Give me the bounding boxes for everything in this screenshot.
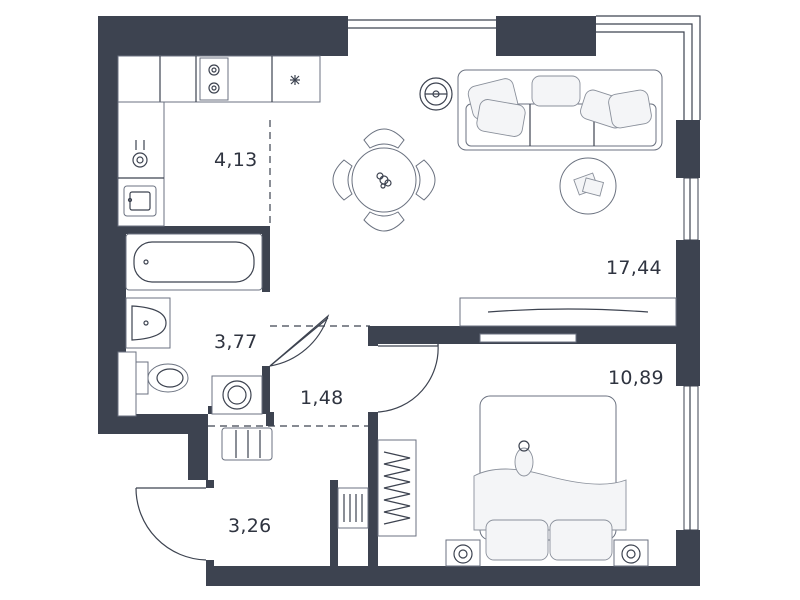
washing-machine [211,375,263,415]
bed [473,395,627,561]
shoe-rack [337,487,369,529]
tv-unit [459,297,677,343]
kitchen-area-label: 4,13 [214,149,258,171]
cooktop-icon [199,57,229,101]
fan-icon [445,539,481,567]
kitchen: 4,13 [117,55,321,227]
bathroom-area-label: 3,77 [214,331,258,353]
fan-icon [613,539,649,567]
boiler-icon [132,140,148,168]
bathroom: 3,77 [117,233,263,417]
cat-icon [514,440,534,477]
corridor-area-label: 1,48 [300,387,344,409]
living-area-label: 17,44 [606,257,662,279]
zone-lines [208,120,370,427]
living-room: 17,44 [332,69,677,343]
corridor: 1,48 [300,387,344,409]
hall: 3,26 [221,427,369,537]
kitchen-sink-icon [123,185,157,217]
sofa [457,69,663,151]
toilet [117,351,189,417]
wardrobe [377,439,417,537]
bathtub [125,233,263,291]
bench [221,427,273,461]
washbasin [125,297,171,349]
hall-area-label: 3,26 [228,515,272,537]
doors [135,314,439,561]
outer-walls [98,15,701,586]
coffee-table [559,157,617,215]
bedroom: 10,89 [377,367,664,567]
sparkle-icon [290,75,300,85]
dining-table [332,128,436,232]
bedroom-area-label: 10,89 [608,367,664,389]
wheel-icon [419,77,453,111]
